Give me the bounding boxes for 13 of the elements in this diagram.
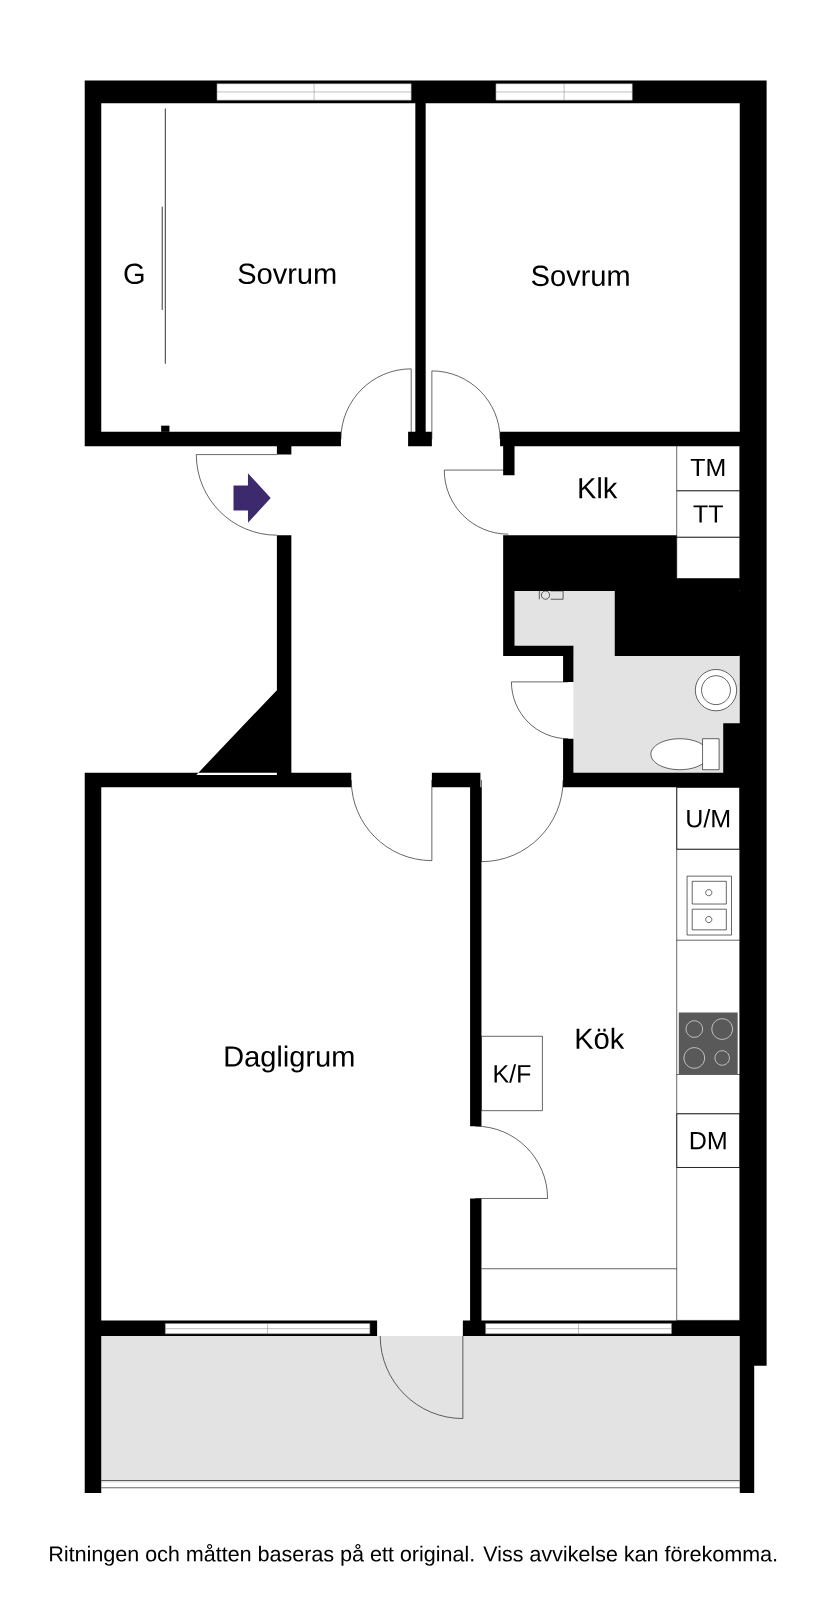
room-label: G (124, 263, 144, 285)
room-label: Klk (579, 477, 618, 499)
caption: Ritningen och måtten baseras på ett original. Viss avvikelse kan förekomma. (50, 1544, 777, 1566)
room-label: Sovrum (532, 265, 629, 287)
room-label: Dagligrum (225, 1045, 354, 1073)
appliance-box: U/M (676, 787, 741, 850)
appliance-box: TT (676, 490, 741, 538)
room-label: Kök (576, 1027, 625, 1049)
cabinet-box (676, 536, 741, 579)
appliance-box: DM (676, 1113, 741, 1168)
appliance-box: TM (676, 443, 741, 492)
appliance-box: K/F (481, 1035, 543, 1111)
room-label: Sovrum (238, 263, 336, 285)
